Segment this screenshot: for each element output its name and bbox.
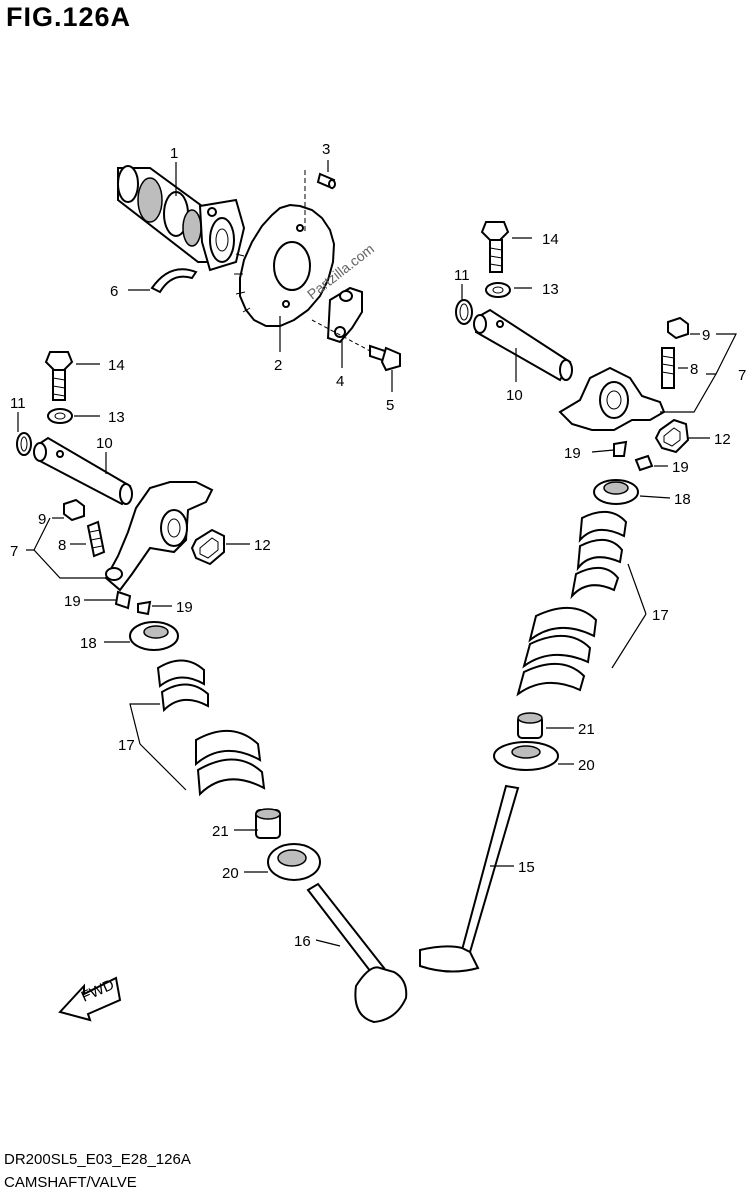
spring-seat-left[interactable] xyxy=(267,843,321,881)
fwd-arrow-icon xyxy=(58,976,122,1022)
cam-sprocket[interactable] xyxy=(234,203,336,327)
spring-seat-right[interactable] xyxy=(493,741,559,771)
callout-13-right: 13 xyxy=(542,281,559,298)
outer-spring-right[interactable] xyxy=(516,606,598,697)
callout-18-left: 18 xyxy=(80,635,97,652)
leader-lines xyxy=(17,160,737,947)
section-name: CAMSHAFT/VALVE xyxy=(4,1174,137,1191)
callout-11-left: 11 xyxy=(10,395,26,412)
rocker-shaft-right[interactable] xyxy=(473,308,573,382)
outer-spring-left[interactable] xyxy=(195,729,266,797)
camshaft-circlip[interactable] xyxy=(150,268,198,294)
inner-spring-left[interactable] xyxy=(156,659,209,713)
sprocket-bolt[interactable] xyxy=(311,319,401,372)
rocker-arm-left[interactable] xyxy=(104,481,214,592)
callout-8-left: 8 xyxy=(58,537,66,554)
adjust-nut-right[interactable] xyxy=(667,316,689,340)
callout-13-left: 13 xyxy=(108,409,125,426)
callout-5: 5 xyxy=(386,397,394,414)
callout-17-left: 17 xyxy=(118,737,135,754)
washer-right[interactable] xyxy=(485,282,511,298)
callout-12-right: 12 xyxy=(714,431,731,448)
camshaft[interactable] xyxy=(117,165,246,272)
callout-2: 2 xyxy=(274,357,282,374)
inner-spring-right[interactable] xyxy=(570,511,628,600)
cotters-left[interactable] xyxy=(114,590,152,616)
valve-stem-seal-left[interactable] xyxy=(255,808,281,839)
callout-3: 3 xyxy=(322,141,330,158)
dowel-pin[interactable] xyxy=(304,170,336,232)
figure-title: FIG.126A xyxy=(6,2,132,32)
plate-left[interactable] xyxy=(190,528,225,566)
spring-retainer-left[interactable] xyxy=(129,621,179,651)
callout-20-right: 20 xyxy=(578,757,595,774)
callout-21-left: 21 xyxy=(212,823,229,840)
callout-7-right: 7 xyxy=(738,367,746,384)
exhaust-valve[interactable] xyxy=(419,784,520,973)
callout-12-left: 12 xyxy=(254,537,271,554)
callout-labels: 1 2 3 4 5 6 14 13 11 10 9 8 7 12 19 19 1… xyxy=(10,141,746,950)
callout-9-left: 9 xyxy=(38,511,46,528)
adjust-screw-right[interactable] xyxy=(661,347,675,389)
callout-7-left: 7 xyxy=(10,543,18,560)
adjust-screw-left[interactable] xyxy=(86,520,106,558)
callout-19-right-a: 19 xyxy=(564,445,581,462)
callout-8-right: 8 xyxy=(690,361,698,378)
o-ring-right[interactable] xyxy=(455,299,473,325)
adjust-nut-left[interactable] xyxy=(63,498,85,522)
callout-1: 1 xyxy=(170,145,178,162)
callout-16: 16 xyxy=(294,933,311,950)
callout-10-left: 10 xyxy=(96,435,113,452)
callout-19-left-a: 19 xyxy=(64,593,81,610)
callout-19-right-b: 19 xyxy=(672,459,689,476)
cotters-right[interactable] xyxy=(613,440,654,472)
valve-stem-seal-right[interactable] xyxy=(517,712,543,739)
washer-left[interactable] xyxy=(47,408,73,424)
callout-21-right: 21 xyxy=(578,721,595,738)
callout-14-right: 14 xyxy=(542,231,559,248)
plate-right[interactable] xyxy=(654,418,690,454)
callout-19-left-b: 19 xyxy=(176,599,193,616)
callout-9-right: 9 xyxy=(702,327,710,344)
rocker-shaft-left[interactable] xyxy=(33,436,133,506)
callout-18-right: 18 xyxy=(674,491,691,508)
intake-valve[interactable] xyxy=(306,882,408,1024)
model-code: DR200SL5_E03_E28_126A xyxy=(4,1151,191,1168)
callout-17-right: 17 xyxy=(652,607,669,624)
cam-plate[interactable] xyxy=(326,286,363,344)
o-ring-left[interactable] xyxy=(16,432,32,456)
callout-4: 4 xyxy=(336,373,344,390)
callout-6: 6 xyxy=(110,283,118,300)
callout-14-left: 14 xyxy=(108,357,125,374)
bolt-right[interactable] xyxy=(480,221,510,273)
rocker-arm-right[interactable] xyxy=(558,366,666,431)
spring-retainer-right[interactable] xyxy=(593,479,639,505)
callout-10-right: 10 xyxy=(506,387,523,404)
callout-11-right: 11 xyxy=(454,267,470,284)
callout-20-left: 20 xyxy=(222,865,239,882)
bolt-left[interactable] xyxy=(44,351,74,401)
callout-15: 15 xyxy=(518,859,535,876)
